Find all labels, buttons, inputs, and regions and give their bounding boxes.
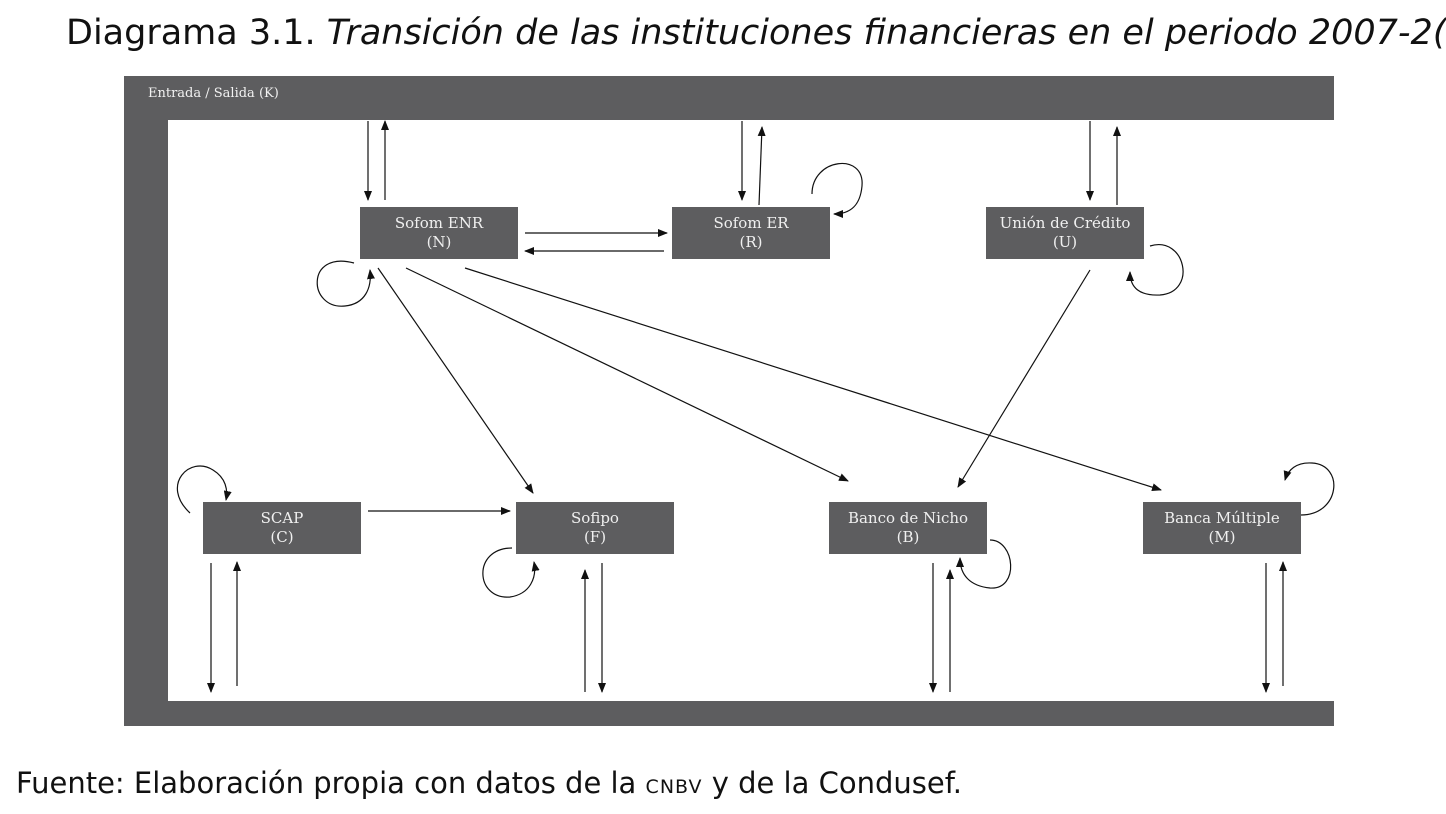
edge-n-to-b: [405, 267, 849, 482]
node-scap: SCAP (C): [203, 502, 361, 554]
self-loop-r: [811, 163, 863, 218]
source-note: Fuente: Elaboración propia con datos de …: [16, 766, 962, 800]
self-loop-u: [1126, 244, 1184, 296]
node-name: Sofipo: [571, 509, 619, 527]
transition-edges: [176, 120, 1335, 693]
self-loop-c: [176, 465, 232, 514]
title-prefix: Diagrama 3.1.: [66, 13, 316, 53]
node-code: (C): [270, 528, 294, 546]
node-code: (B): [896, 528, 920, 546]
node-code: (R): [739, 233, 763, 251]
node-name: Sofom ENR: [394, 214, 484, 232]
edge-u-to-b: [957, 269, 1091, 488]
node-name: Banco de Nicho: [847, 509, 969, 527]
edge-n-to-f: [377, 267, 534, 494]
self-loop-b: [956, 539, 1012, 589]
diagram-title: Diagrama 3.1. Transición de las instituc…: [66, 12, 1446, 54]
source-text-2: y de la Condusef.: [702, 766, 963, 800]
node-code: (N): [426, 233, 452, 251]
node-name: Sofom ER: [713, 214, 789, 232]
node-sofipo: Sofipo (F): [516, 502, 674, 554]
edge-n-to-m: [464, 267, 1162, 492]
node-name: SCAP: [260, 509, 304, 527]
node-banca-multiple: Banca Múltiple (M): [1143, 502, 1301, 554]
title-caption: Transición de las instituciones financie…: [326, 13, 1446, 53]
node-sofom-enr: Sofom ENR (N): [360, 207, 518, 259]
node-union-de-credito: Unión de Crédito (U): [986, 207, 1144, 259]
frame-label: Entrada / Salida (K): [148, 86, 279, 101]
node-banco-de-nicho: Banco de Nicho (B): [829, 502, 987, 554]
node-name: Banca Múltiple: [1164, 509, 1280, 527]
edge-r-to-k: [757, 126, 766, 206]
node-name: Unión de Crédito: [999, 214, 1131, 232]
node-code: (F): [583, 528, 607, 546]
source-abbr: CNBV: [645, 776, 703, 798]
node-sofom-er: Sofom ER (R): [672, 207, 830, 259]
self-loop-n: [316, 260, 375, 307]
self-loop-f: [482, 547, 540, 598]
self-loop-m: [1283, 462, 1335, 516]
node-code: (M): [1208, 528, 1236, 546]
source-text-1: Fuente: Elaboración propia con datos de …: [16, 766, 646, 800]
node-code: (U): [1052, 233, 1078, 251]
